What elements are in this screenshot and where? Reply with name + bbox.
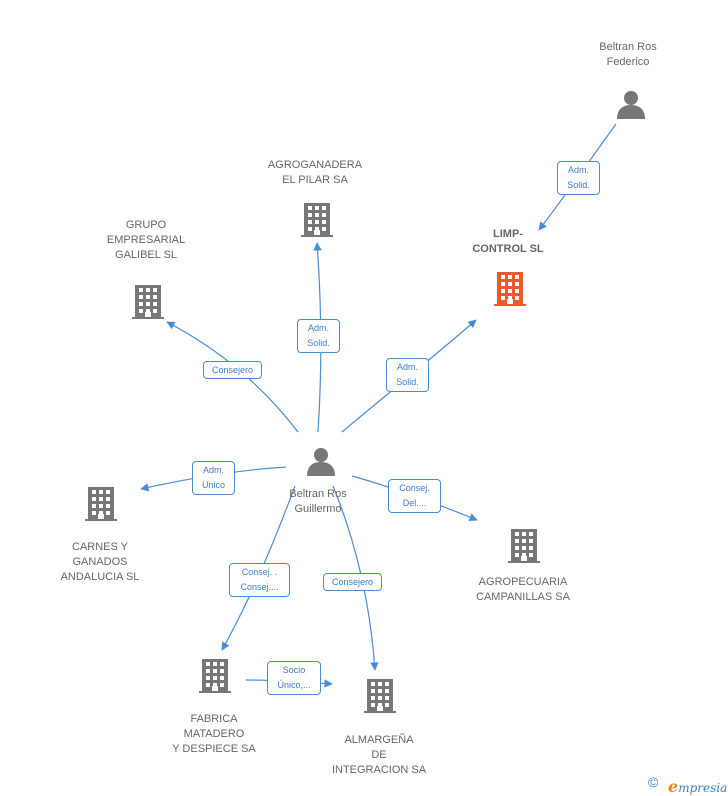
edge-beltran-guillermo-to-almargena — [332, 485, 379, 671]
edge-label[interactable]: Adm. Solid. — [297, 319, 340, 353]
node-label-carnes[interactable]: CARNES Y GANADOS ANDALUCIA SL — [60, 541, 140, 583]
edge-label[interactable]: Consej. . Consej.... — [229, 563, 290, 597]
building-icon[interactable] — [199, 659, 231, 698]
building-icon[interactable] — [364, 679, 396, 718]
building-icon[interactable] — [508, 529, 540, 568]
node-label-beltran-guillermo[interactable]: Beltran Ros Guillermo — [289, 488, 347, 515]
node-label-agroganadera[interactable]: AGROGANADERA EL PILAR SA — [267, 159, 363, 186]
edge-label[interactable]: Adm. Solid. — [557, 161, 600, 195]
building-icon[interactable] — [301, 203, 333, 242]
edge-label[interactable]: Adm. Solid. — [386, 358, 429, 392]
building-icon[interactable] — [132, 285, 164, 324]
edge-label[interactable]: Consejero — [203, 361, 262, 379]
node-label-limp-control[interactable]: LIMP- CONTROL SL — [472, 228, 544, 255]
edge-label[interactable]: Adm. Unico — [192, 461, 235, 495]
copyright-icon: © — [648, 774, 659, 790]
node-label-agropecuaria[interactable]: AGROPECUARIA CAMPANILLAS SA — [476, 576, 570, 603]
node-label-almargena[interactable]: ALMARGEÑA DE INTEGRACION SA — [331, 734, 427, 776]
edge-label[interactable]: Consejero — [323, 573, 382, 591]
building-icon[interactable] — [494, 272, 526, 311]
edge-label[interactable]: Socio Único,... — [267, 661, 321, 695]
brand-logo: empresia — [668, 777, 728, 796]
node-label-fabrica[interactable]: FABRICA MATADERO Y DESPIECE SA — [172, 713, 256, 755]
building-icon[interactable] — [85, 487, 117, 526]
node-label-grupo-galibel[interactable]: GRUPO EMPRESARIAL GALIBEL SL — [106, 219, 186, 261]
node-label-beltran-federico[interactable]: Beltran Ros Federico — [599, 41, 657, 68]
person-icon[interactable] — [616, 89, 646, 124]
person-icon[interactable] — [306, 446, 336, 481]
edge-label[interactable]: Consej. Del.... — [388, 479, 441, 513]
